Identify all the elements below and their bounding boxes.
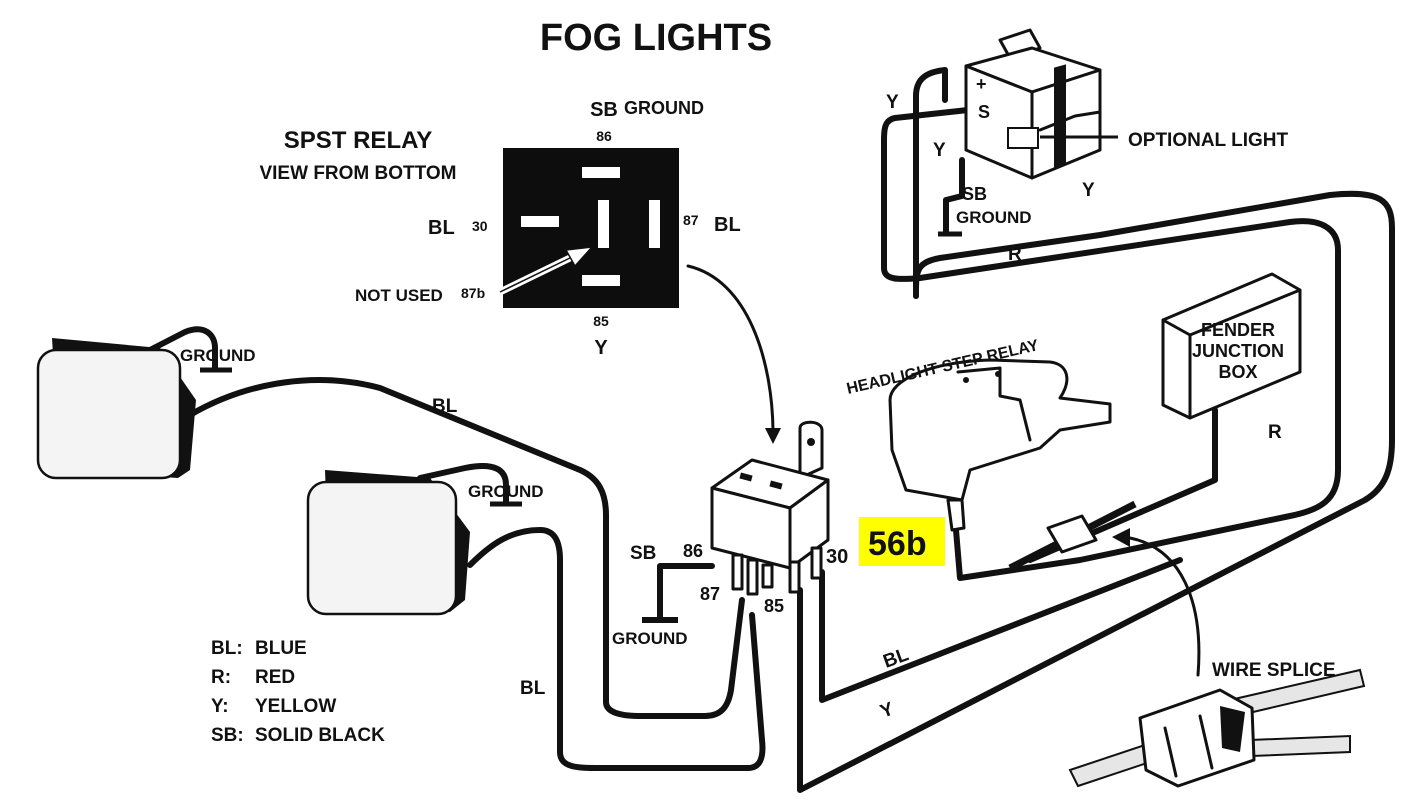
fog-lamp-2: [306, 470, 470, 616]
legend-code: BL:: [211, 638, 243, 659]
wire-bl-lamp1: [187, 377, 745, 719]
spst-pin85-color: Y: [594, 337, 608, 359]
relay-ground-label: GROUND: [612, 629, 688, 648]
spst-pin86-blade: [582, 167, 620, 178]
diagram-title: FOG LIGHTS: [540, 17, 772, 59]
spst-pin86-number: 86: [596, 128, 612, 144]
switch-ground-wire: [943, 157, 965, 235]
inline-splice-connector: [1008, 500, 1137, 572]
switch-ground-color: SB: [962, 184, 987, 204]
relay-pin30-label: 30: [826, 546, 848, 568]
spst-subheading: VIEW FROM BOTTOM: [259, 163, 456, 184]
bottom-wire-y: Y: [878, 699, 897, 723]
lamp1-ground-wire: [147, 326, 218, 371]
spst-pin86-ground: GROUND: [624, 98, 704, 118]
legend-name: RED: [255, 667, 295, 688]
wire-splice-label: WIRE SPLICE: [1212, 660, 1336, 681]
switch-wire-y2: Y: [933, 140, 946, 161]
spst-pin86-color: SB: [590, 99, 618, 121]
wire-r-switch: [881, 107, 1341, 473]
not-used-pointer-arrow: [498, 246, 594, 296]
not-used-label: NOT USED: [355, 286, 443, 305]
relay-pin87-label: 87: [700, 584, 720, 604]
fender-line1: FENDER: [1201, 320, 1275, 340]
headlight-step-relay: [888, 358, 1112, 532]
switch-wire-y3: Y: [1082, 180, 1095, 201]
legend-code: Y:: [211, 696, 229, 717]
switch-ground-label: GROUND: [956, 208, 1032, 227]
fender-wire-r: R: [1268, 422, 1282, 443]
spst-to-relay-arrow: [686, 264, 775, 432]
relay-unit: [710, 420, 830, 596]
fender-line3: BOX: [1218, 362, 1257, 382]
terminal-56b-label: 56b: [868, 525, 927, 563]
spst-pin85-number: 85: [593, 313, 609, 329]
relay-sb-label: SB: [630, 543, 656, 564]
relay-pin86-label: 86: [683, 541, 703, 561]
legend-name: YELLOW: [255, 696, 336, 717]
wire-splice-arrowhead: [1112, 528, 1130, 547]
switch-s-label: S: [978, 102, 990, 122]
fender-junction-box: [1161, 272, 1302, 420]
wire-r-splice: [953, 467, 1341, 581]
switch-wire-r: R: [1008, 244, 1022, 265]
wire-bl-top-label: BL: [432, 396, 458, 417]
color-legend: BL: BLUE R: RED Y: YELLOW SB: SOLID BLAC…: [211, 638, 385, 746]
wire-y-85: [797, 190, 1395, 793]
spst-pin87-color: BL: [714, 214, 741, 236]
spst-pin87b-number: 87b: [461, 285, 485, 301]
wire-splice-detail: [1068, 668, 1366, 788]
spst-heading: SPST RELAY: [284, 127, 433, 154]
wire-bl-bottom-label: BL: [520, 678, 546, 699]
dash-switch: + S: [964, 28, 1102, 180]
spst-pin87b-blade: [598, 200, 609, 248]
legend-code: SB:: [211, 725, 244, 746]
spst-pin85-blade: [582, 275, 620, 286]
spst-pin30-blade: [521, 216, 559, 227]
legend-code: R:: [211, 667, 231, 688]
spst-pin87-blade: [649, 200, 660, 248]
wire-bl-lamp2: [467, 527, 766, 771]
switch-plus-label: +: [976, 74, 987, 94]
switch-wire-y1: Y: [886, 92, 899, 113]
legend-name: BLUE: [255, 638, 307, 659]
lamp2-ground-wire: [417, 463, 509, 505]
wiring: [147, 67, 1395, 793]
optional-light-label: OPTIONAL LIGHT: [1128, 130, 1288, 151]
wire-bl-30: [819, 557, 1183, 703]
spst-relay-view: SPST RELAY VIEW FROM BOTTOM SB GROUND 86…: [259, 98, 781, 444]
relay-pin85-label: 85: [764, 596, 784, 616]
wire-y-switch-loop: [913, 67, 948, 299]
terminal-56b-highlight: [859, 517, 945, 566]
spst-pin30-number: 30: [472, 218, 488, 234]
wire-sb-ground: [657, 563, 715, 621]
legend-name: SOLID BLACK: [255, 725, 385, 746]
fog-lamp-1: [36, 338, 196, 480]
wire-splice-arrow: [1128, 536, 1201, 677]
fender-line2: JUNCTION: [1192, 341, 1284, 361]
spst-pin30-color: BL: [428, 217, 455, 239]
spst-to-relay-arrowhead: [765, 428, 781, 444]
lamp2-ground-label: GROUND: [468, 482, 544, 501]
lamp1-ground-label: GROUND: [180, 346, 256, 365]
spst-pin87-number: 87: [683, 212, 699, 228]
